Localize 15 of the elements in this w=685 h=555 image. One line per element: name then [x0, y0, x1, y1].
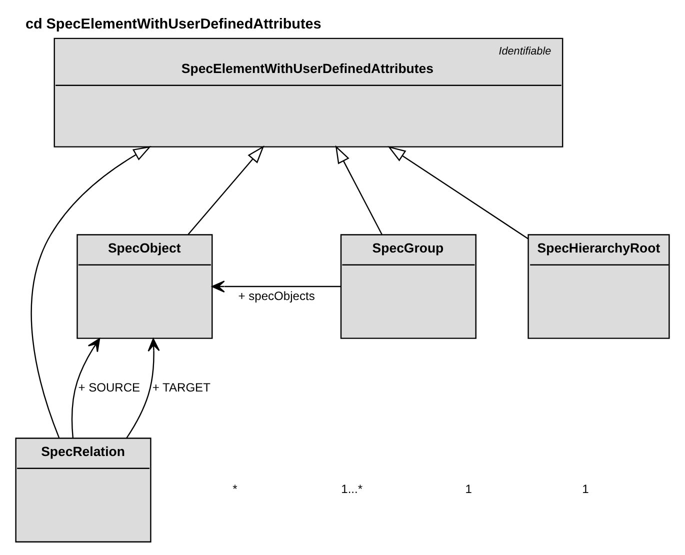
edge-label: + specObjects	[238, 288, 315, 303]
label: 1	[465, 482, 472, 496]
arrow	[388, 146, 528, 240]
label: 1	[582, 482, 589, 496]
arrow	[126, 338, 160, 439]
diagram-title: cd SpecElementWithUserDefinedAttributes	[25, 16, 322, 32]
edge-label: + SOURCE	[78, 380, 140, 394]
arrow	[188, 146, 264, 235]
arrow	[30, 146, 152, 438]
arrow	[212, 280, 341, 293]
label: *	[232, 482, 238, 496]
arrow	[71, 338, 100, 438]
arrow	[335, 145, 382, 235]
edge-label: + TARGET	[152, 380, 210, 394]
label: 1...*	[341, 482, 363, 496]
